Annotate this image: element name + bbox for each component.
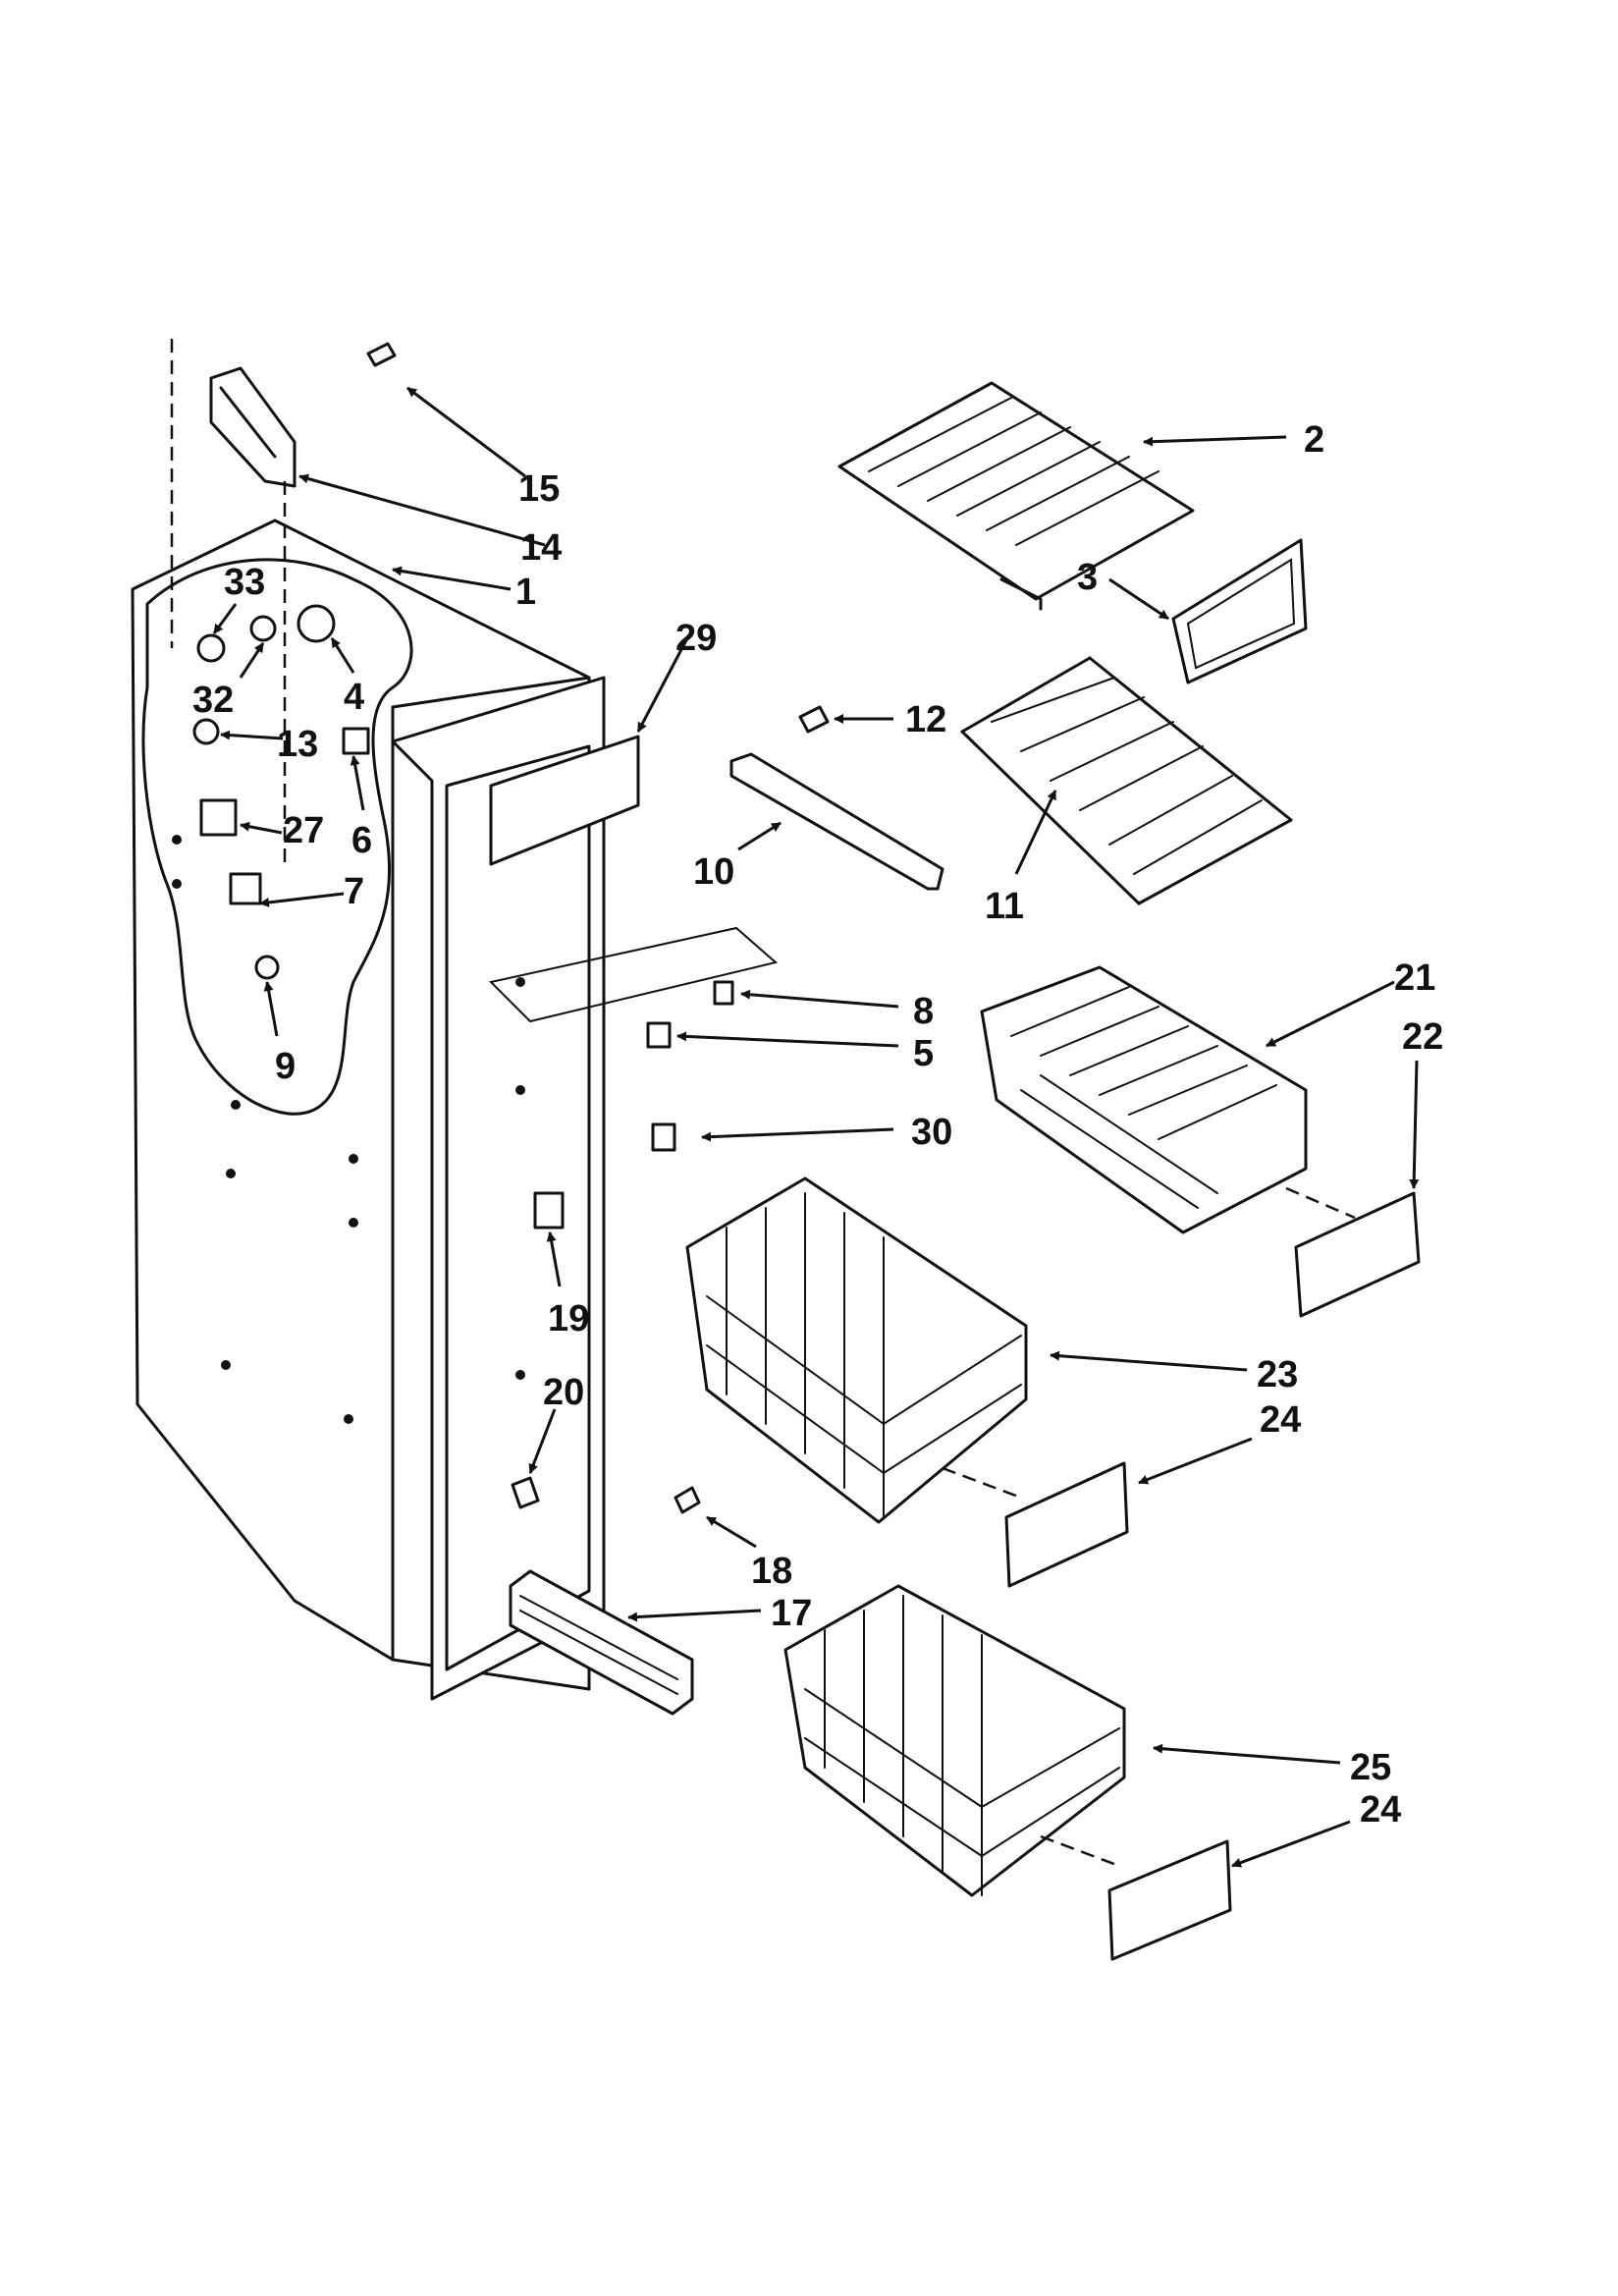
- callout-25: 25: [1350, 1747, 1391, 1788]
- callout-15: 15: [518, 468, 560, 510]
- callout-8: 8: [913, 991, 934, 1032]
- callout-7: 7: [344, 871, 364, 912]
- callout-9: 9: [275, 1046, 296, 1087]
- callout-21: 21: [1394, 957, 1435, 999]
- callout-32: 32: [192, 680, 234, 721]
- callout-19: 19: [548, 1298, 589, 1339]
- basket-trim-24-upper: [1004, 1461, 1129, 1588]
- callout-33: 33: [224, 562, 265, 603]
- callout-24-lower: 24: [1360, 1789, 1401, 1831]
- shelf-trim-3: [1171, 538, 1308, 684]
- light-socket: [196, 604, 336, 663]
- basket-trim-24-lower: [1107, 1839, 1232, 1961]
- screw-20: [511, 1476, 540, 1509]
- callout-14: 14: [520, 527, 562, 569]
- screw-18: [674, 1486, 701, 1514]
- callout-17: 17: [771, 1593, 812, 1634]
- basket-25: [783, 1584, 1126, 1897]
- shelf-2: [837, 381, 1195, 611]
- callout-11: 11: [985, 886, 1024, 927]
- screw-12: [798, 705, 830, 734]
- switch-parts: [192, 718, 370, 980]
- callout-labels: 1 2 3 4 5 6 7 8 9 10 11 12 13 14 15 17 1…: [192, 419, 1443, 1831]
- panel-29: [489, 735, 640, 866]
- freezer-liner: [131, 519, 606, 1701]
- callout-20: 20: [543, 1372, 584, 1413]
- callout-23: 23: [1257, 1354, 1298, 1395]
- callout-1: 1: [515, 572, 536, 613]
- callout-30: 30: [911, 1112, 952, 1153]
- callout-27: 27: [283, 810, 324, 851]
- callout-6: 6: [351, 820, 372, 861]
- callout-4: 4: [344, 677, 364, 718]
- callout-29: 29: [675, 618, 717, 659]
- callout-22: 22: [1402, 1016, 1443, 1058]
- leader-arrows: [212, 386, 1420, 1868]
- callout-24-upper: 24: [1260, 1399, 1301, 1441]
- part-19: [533, 1191, 565, 1230]
- clips-8-5-30: [646, 980, 734, 1152]
- callout-12: 12: [905, 699, 946, 740]
- callout-5: 5: [913, 1033, 934, 1074]
- callout-10: 10: [693, 851, 734, 893]
- wire-shelf-11: [960, 656, 1293, 905]
- screw-15: [366, 342, 397, 367]
- grille-17: [509, 1569, 694, 1716]
- bracket-10: [729, 752, 944, 891]
- basket-trim-22: [1294, 1191, 1421, 1318]
- callout-18: 18: [751, 1551, 792, 1592]
- basket-21: [980, 965, 1308, 1234]
- callout-2: 2: [1304, 419, 1324, 461]
- top-bracket: [209, 366, 297, 488]
- callout-13: 13: [277, 724, 318, 765]
- callout-3: 3: [1077, 557, 1098, 598]
- basket-23: [685, 1176, 1028, 1524]
